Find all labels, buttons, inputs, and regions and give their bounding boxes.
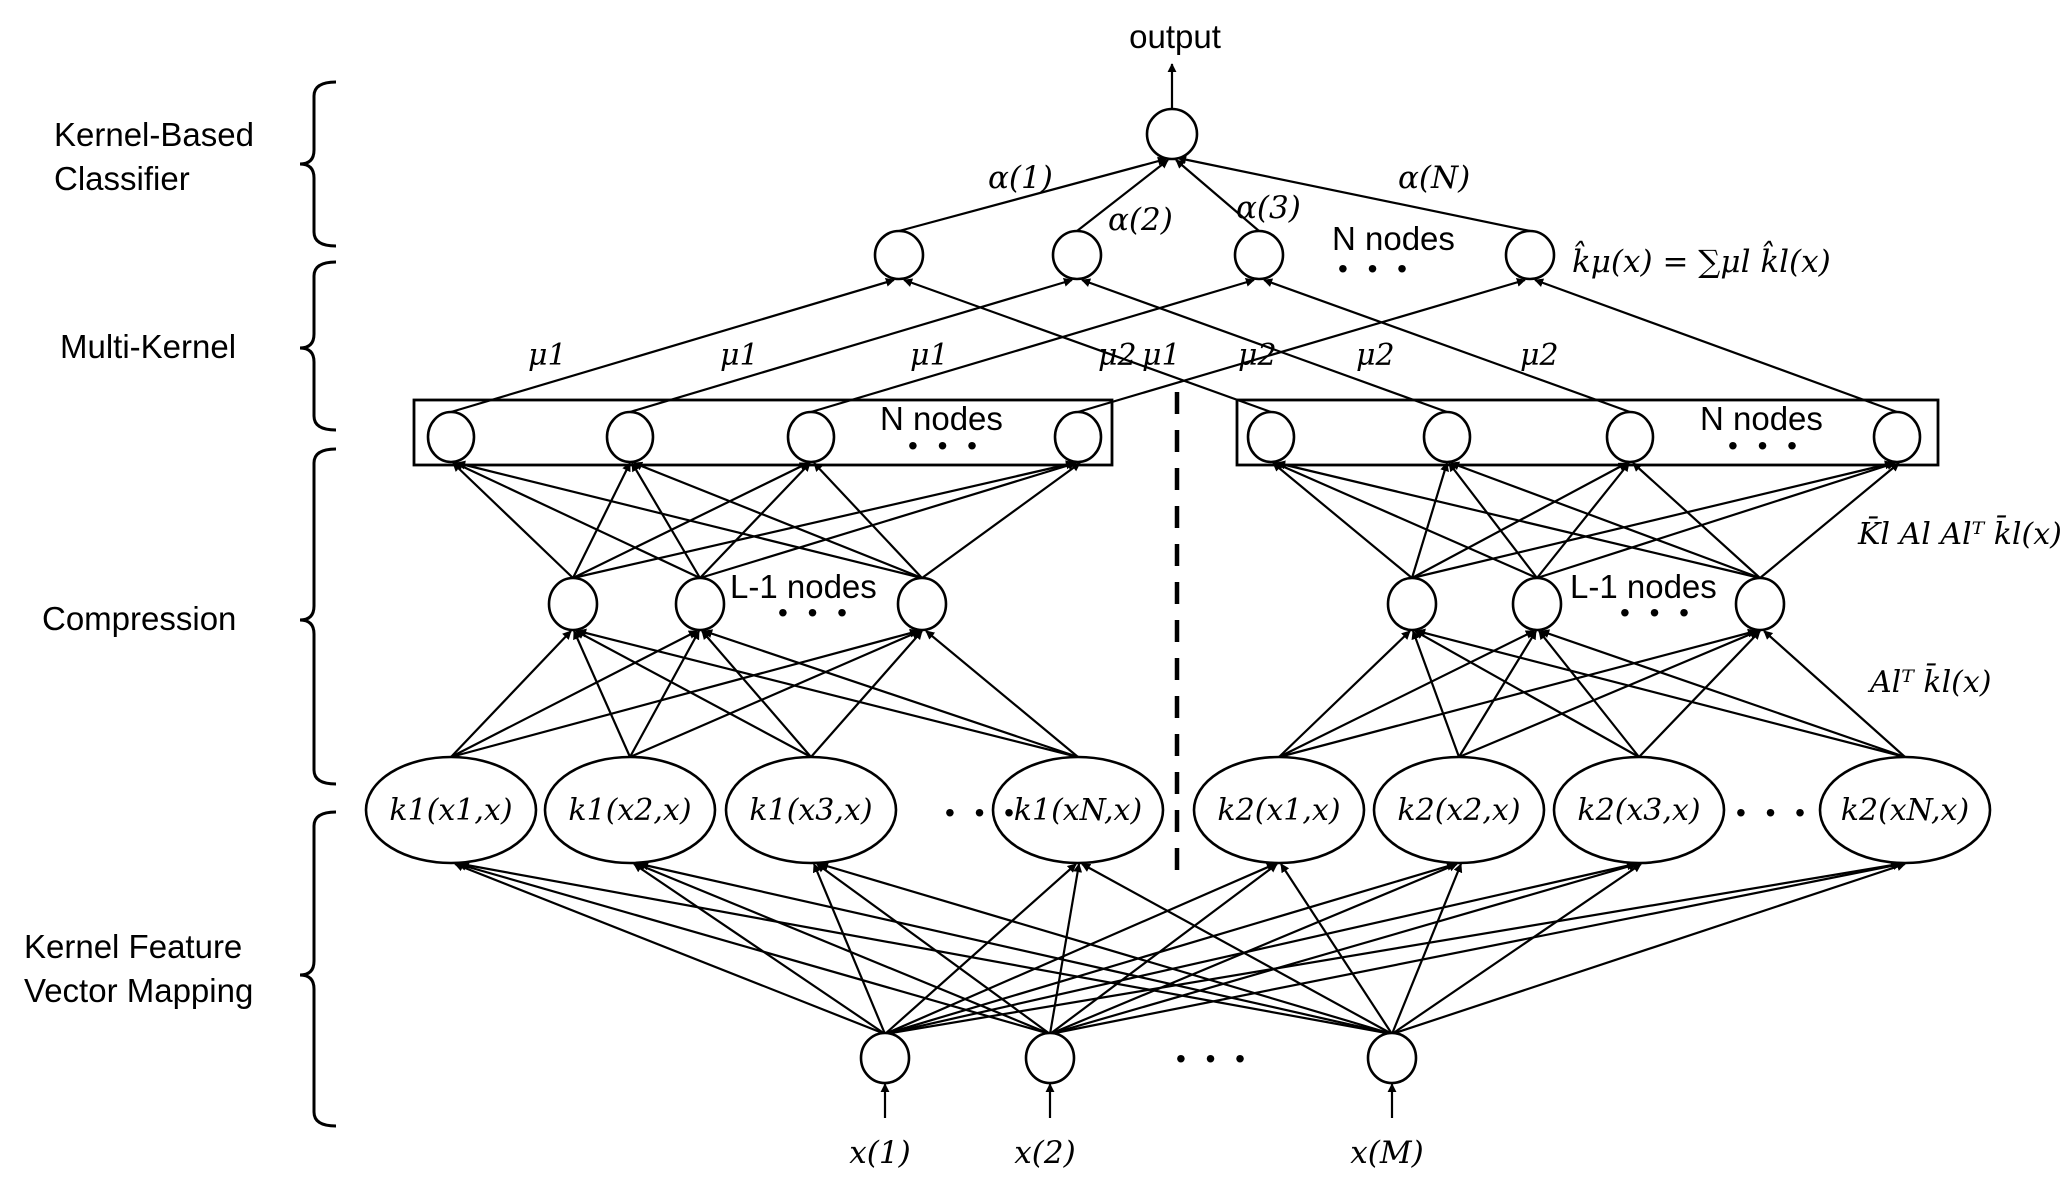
left-kernel-box	[412, 398, 1114, 467]
left-box-n-nodes-label: N nodes	[880, 400, 1003, 437]
combined-kernel-formula: k̂μ(x) = ∑μl k̂l(x)	[1572, 239, 1831, 280]
left-box-ellipsis: • • •	[908, 430, 983, 461]
kernel-label-k1-x2: k1(x2,x)	[568, 793, 691, 828]
left-box-nodes	[426, 410, 1103, 464]
kernel-to-compression-edges-right	[1278, 628, 1906, 759]
right-box-nodes	[1246, 410, 1922, 464]
alpha-n-label: α(N)	[1398, 160, 1470, 196]
right-box-ellipsis: • • •	[1728, 430, 1803, 461]
kernel-nodes-right	[1192, 755, 1992, 865]
left-kernel-ellipsis: • • •	[945, 797, 1020, 828]
mu-right-4: μ2	[1520, 338, 1559, 373]
kernel-to-compression-edges-left	[450, 628, 1079, 759]
alpha-2-label: α(2)	[1108, 202, 1173, 238]
compression-to-box-edges-left	[452, 460, 1081, 580]
layer-label-multi-kernel: Multi-Kernel	[60, 328, 236, 365]
layer-label-classifier: Classifier	[54, 160, 190, 197]
kernel-label-k2-xn: k2(xN,x)	[1841, 793, 1969, 828]
right-box-n-nodes-label: N nodes	[1700, 400, 1823, 437]
right-compression-ellipsis: • • •	[1620, 597, 1695, 628]
upper-compression-formula: K̄l Al Alᵀ k̄l(x)	[1857, 514, 2062, 552]
output-label: output	[1129, 18, 1221, 55]
brace-classifier	[299, 80, 337, 248]
input-label-1: x(1)	[849, 1135, 910, 1171]
mu-right-1: μ2	[1098, 338, 1137, 373]
output-node	[1145, 107, 1199, 161]
input-nodes	[859, 1031, 1418, 1085]
mu-left-4: μ1	[1142, 338, 1181, 373]
compression-nodes-left	[547, 576, 948, 632]
alpha-1-label: α(1)	[988, 160, 1053, 196]
brace-multi-kernel	[299, 260, 337, 432]
input-arrows	[880, 1083, 1397, 1118]
alpha-3-label: α(3)	[1236, 190, 1301, 226]
top-n-nodes-label: N nodes	[1332, 220, 1455, 257]
input-label-2: x(2)	[1014, 1135, 1075, 1171]
layer-label-kernel-based: Kernel-Based	[54, 116, 254, 153]
compression-to-box-edges-right	[1272, 460, 1900, 580]
brace-compression	[299, 447, 337, 786]
layer-label-kernel-feature: Kernel Feature	[24, 928, 242, 965]
lower-compression-formula: Alᵀ k̄l(x)	[1867, 662, 1992, 700]
input-ellipsis: • • •	[1176, 1043, 1251, 1074]
mu-right-2: μ2	[1238, 338, 1277, 373]
kernel-label-k1-x3: k1(x3,x)	[749, 793, 872, 828]
top-ellipsis: • • •	[1338, 253, 1413, 284]
multi-kernel-nodes	[873, 229, 1556, 281]
right-kernel-ellipsis: • • •	[1736, 797, 1811, 828]
right-compression-label: L-1 nodes	[1570, 568, 1717, 605]
kernel-label-k1-xn: k1(xN,x)	[1014, 793, 1142, 828]
kernel-label-k2-x2: k2(x2,x)	[1397, 793, 1520, 828]
input-label-m: x(M)	[1350, 1135, 1423, 1171]
mu-left-2: μ1	[720, 338, 759, 373]
mu-left-1: μ1	[528, 338, 567, 373]
classifier-edges	[898, 155, 1531, 233]
kernel-nodes-left	[364, 755, 1165, 865]
left-compression-ellipsis: • • •	[778, 597, 853, 628]
mu-left-3: μ1	[910, 338, 949, 373]
compression-nodes-right	[1386, 576, 1786, 632]
layer-label-compression: Compression	[42, 600, 236, 637]
left-compression-label: L-1 nodes	[730, 568, 877, 605]
input-to-kernel-edges	[454, 860, 1906, 1036]
multi-kernel-edges	[450, 277, 1898, 414]
mu-right-3: μ2	[1356, 338, 1395, 373]
layer-label-vector-mapping: Vector Mapping	[24, 972, 253, 1009]
kernel-label-k1-x1: k1(x1,x)	[389, 793, 512, 828]
layer-braces	[299, 80, 337, 1128]
kernel-label-k2-x1: k2(x1,x)	[1217, 793, 1340, 828]
kernel-label-k2-x3: k2(x3,x)	[1577, 793, 1700, 828]
right-kernel-box	[1235, 398, 1940, 467]
brace-kernel-mapping	[299, 810, 337, 1128]
